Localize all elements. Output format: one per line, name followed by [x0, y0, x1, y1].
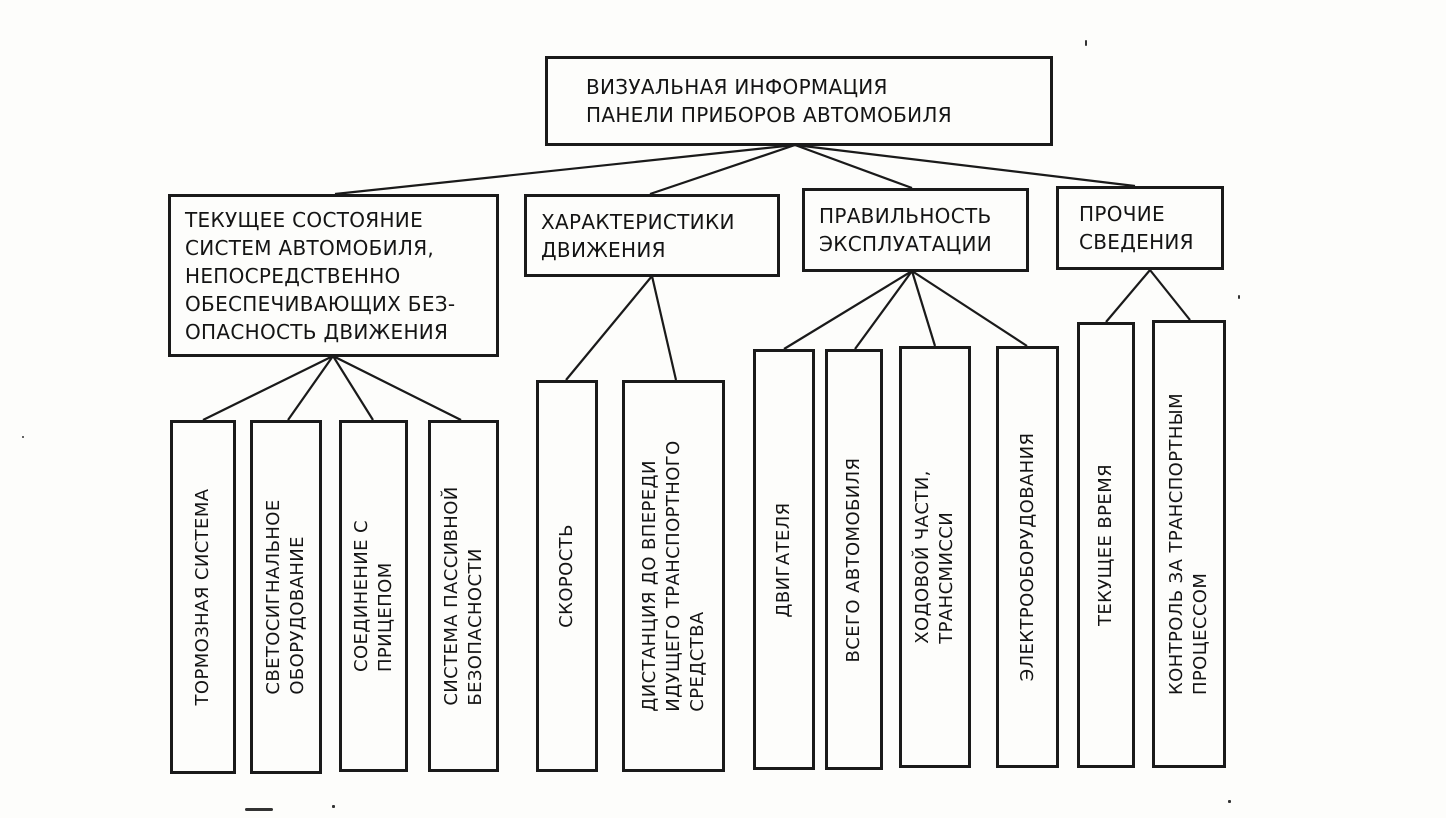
connector-cat2-child1	[854, 270, 913, 350]
category-node-vehicle-systems: ТЕКУЩЕЕ СОСТОЯНИЕ СИСТЕМ АВТОМОБИЛЯ, НЕП…	[168, 194, 499, 357]
leaf-node-label: ВСЕГО АВТОМОБИЛЯ	[843, 457, 864, 662]
category-node-motion: ХАРАКТЕРИСТИКИ ДВИЖЕНИЯ	[524, 194, 780, 277]
leaf-node-trailer-connection: СОЕДИНЕНИЕ С ПРИЦЕПОМ	[339, 420, 408, 772]
connector-root-cat3	[794, 143, 1136, 188]
leaf-node-brake-system: ТОРМОЗНАЯ СИСТЕМА	[170, 420, 236, 774]
leaf-node-engine: ДВИГАТЕЛЯ	[753, 349, 815, 770]
connector-cat3-child1	[1149, 269, 1191, 321]
category-node-label: ХАРАКТЕРИСТИКИ ДВИЖЕНИЯ	[541, 209, 735, 262]
leaf-node-label: ХОДОВОЙ ЧАСТИ, ТРАНСМИССИ	[912, 470, 957, 644]
leaf-node-label: КОНТРОЛЬ ЗА ТРАНСПОРТНЫМ ПРОЦЕССОМ	[1166, 392, 1211, 696]
leaf-node-transport-process-control: КОНТРОЛЬ ЗА ТРАНСПОРТНЫМ ПРОЦЕССОМ	[1152, 320, 1226, 768]
scan-speck	[1238, 295, 1240, 299]
scan-speck	[22, 436, 24, 438]
scan-speck	[1085, 40, 1087, 46]
connector-cat0-child0	[202, 355, 334, 421]
leaf-node-label: СИСТЕМА ПАССИВНОЙ БЕЗОПАСНОСТИ	[440, 486, 486, 706]
category-node-other: ПРОЧИЕ СВЕДЕНИЯ	[1056, 186, 1224, 270]
root-node-label: ВИЗУАЛЬНАЯ ИНФОРМАЦИЯ ПАНЕЛИ ПРИБОРОВ АВ…	[586, 75, 952, 127]
leaf-node-electrical-equipment: ЭЛЕКТРООБОРУДОВАНИЯ	[996, 346, 1059, 768]
leaf-node-whole-vehicle: ВСЕГО АВТОМОБИЛЯ	[825, 349, 883, 770]
leaf-node-chassis-transmission: ХОДОВОЙ ЧАСТИ, ТРАНСМИССИ	[899, 346, 971, 768]
leaf-node-label: ТЕКУЩЕЕ ВРЕМЯ	[1095, 463, 1116, 627]
category-node-label: ПРОЧИЕ СВЕДЕНИЯ	[1079, 202, 1194, 254]
leaf-node-label: ДВИГАТЕЛЯ	[773, 501, 794, 618]
leaf-node-current-time: ТЕКУЩЕЕ ВРЕМЯ	[1077, 322, 1135, 768]
leaf-node-label: СКОРОСТЬ	[556, 524, 577, 628]
connector-root-cat0	[334, 143, 796, 196]
category-node-label: ТЕКУЩЕЕ СОСТОЯНИЕ СИСТЕМ АВТОМОБИЛЯ, НЕП…	[185, 207, 456, 344]
connector-cat2-child3	[911, 270, 1028, 347]
connector-cat0-child2	[332, 355, 374, 421]
connector-cat3-child0	[1105, 269, 1151, 323]
leaf-node-distance-ahead: ДИСТАНЦИЯ ДО ВПЕРЕДИ ИДУЩЕГО ТРАНСПОРТНО…	[622, 380, 725, 772]
scan-speck	[1228, 800, 1231, 803]
leaf-node-label: СВЕТОСИГНАЛЬНОЕ ОБОРУДОВАНИЕ	[263, 499, 308, 695]
connector-cat0-child1	[287, 355, 334, 421]
scan-speck	[332, 805, 335, 808]
category-node-label: ПРАВИЛЬНОСТЬ ЭКСПЛУАТАЦИИ	[819, 204, 993, 256]
leaf-node-label: СОЕДИНЕНИЕ С ПРИЦЕПОМ	[350, 519, 396, 673]
leaf-node-passive-safety: СИСТЕМА ПАССИВНОЙ БЕЗОПАСНОСТИ	[428, 420, 499, 772]
root-node: ВИЗУАЛЬНАЯ ИНФОРМАЦИЯ ПАНЕЛИ ПРИБОРОВ АВ…	[545, 56, 1053, 146]
category-node-operation: ПРАВИЛЬНОСТЬ ЭКСПЛУАТАЦИИ	[802, 188, 1029, 272]
leaf-node-label: ЭЛЕКТРООБОРУДОВАНИЯ	[1016, 432, 1038, 682]
connector-root-cat1	[649, 143, 796, 196]
leaf-node-label: ТОРМОЗНАЯ СИСТЕМА	[192, 488, 213, 706]
connector-cat1-child1	[650, 275, 678, 381]
connector-cat2-child2	[910, 270, 937, 347]
leaf-node-speed: СКОРОСТЬ	[536, 380, 598, 772]
connector-cat1-child0	[565, 275, 653, 381]
leaf-node-light-signal-equipment: СВЕТОСИГНАЛЬНОЕ ОБОРУДОВАНИЕ	[250, 420, 322, 774]
connector-cat0-child3	[332, 355, 462, 421]
connector-root-cat2	[794, 143, 913, 190]
leaf-node-label: ДИСТАНЦИЯ ДО ВПЕРЕДИ ИДУЩЕГО ТРАНСПОРТНО…	[638, 440, 708, 712]
connector-cat2-child0	[783, 270, 913, 350]
scan-speck	[245, 808, 273, 811]
